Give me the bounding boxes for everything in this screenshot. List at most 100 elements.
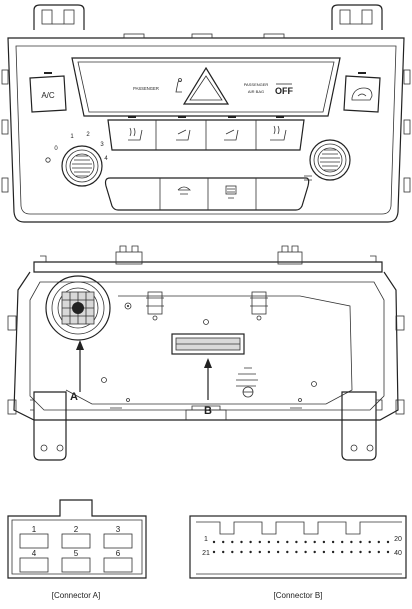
driver-seat-heat-button[interactable] bbox=[128, 116, 143, 141]
connector-b-pin-dot bbox=[276, 550, 280, 554]
connector-b-pin-dot bbox=[331, 550, 335, 554]
connector-b-pin-dot bbox=[240, 540, 243, 544]
rear-defrost-icon bbox=[225, 185, 237, 195]
connector-a-diagram: 1 2 3 4 5 6 [Connector A] bbox=[7, 499, 147, 600]
fan-speed-knob[interactable] bbox=[61, 145, 103, 187]
front-defrost-icon bbox=[177, 186, 191, 195]
connector-b-pin-dot bbox=[359, 550, 362, 554]
passenger-seat-label: PASSENGER bbox=[133, 86, 159, 91]
connector-a-pin-6: 6 bbox=[116, 549, 121, 558]
connector-b-pin-dot bbox=[276, 540, 280, 544]
fan-speed-label-4: 4 bbox=[104, 156, 108, 162]
product-label bbox=[236, 367, 258, 398]
callout-b: B bbox=[204, 358, 212, 417]
connector-b-pin-dot bbox=[267, 550, 271, 554]
connector-b-pin-dot bbox=[295, 550, 298, 554]
passenger-seat-vent-icon bbox=[224, 129, 239, 141]
connector-b-pin-dot bbox=[249, 550, 252, 554]
connector-b-pin-dot bbox=[240, 550, 243, 554]
connector-b-pin-dot bbox=[313, 540, 316, 544]
fan-speed-label-2: 2 bbox=[86, 132, 90, 138]
connector-b-pin-dot bbox=[377, 540, 380, 544]
callout-a: A bbox=[70, 340, 84, 403]
front-bezel-outline bbox=[7, 37, 405, 223]
passenger-seat-heat-button[interactable] bbox=[270, 116, 287, 141]
connector-b-pin-dot bbox=[222, 550, 225, 554]
fan-speed-scale: 0 1 2 3 4 bbox=[45, 132, 108, 163]
temperature-knob[interactable] bbox=[304, 139, 351, 181]
connector-b-pin-dot bbox=[267, 540, 271, 544]
connector-b-pin-dot bbox=[258, 550, 261, 554]
connector-b-pin-dot bbox=[212, 550, 216, 554]
connector-b-pin-21: 21 bbox=[202, 550, 210, 557]
connector-b-pin-dot bbox=[295, 540, 298, 544]
connector-b-pin-dot bbox=[368, 540, 371, 544]
mounting-post-left bbox=[146, 291, 164, 321]
connector-a-pin-5: 5 bbox=[74, 549, 79, 558]
driver-seat-heat-icon bbox=[128, 127, 143, 141]
left-mounting-tab bbox=[33, 4, 85, 30]
connector-b-pin-dot bbox=[331, 540, 335, 544]
connector-a-caption: [Connector A] bbox=[52, 591, 100, 600]
connector-b-pin-dot bbox=[222, 540, 225, 544]
rear-defrost-button[interactable] bbox=[225, 185, 237, 199]
connector-a-pin-3: 3 bbox=[116, 525, 121, 534]
connector-b-pin-dot bbox=[304, 550, 307, 554]
front-control-panel: A/C PASSENGER PASSENGER AIR BAG OFF bbox=[1, 4, 411, 223]
connector-b-pin-dot bbox=[350, 550, 353, 554]
connector-b-pin-dot bbox=[341, 550, 344, 554]
connector-b-pin-dot bbox=[231, 550, 234, 554]
main-connector-socket bbox=[171, 333, 245, 355]
connector-b-pin-1: 1 bbox=[204, 536, 208, 543]
ac-button[interactable]: A/C bbox=[29, 72, 67, 113]
rear-housing bbox=[7, 245, 405, 461]
connector-b-pin-grid bbox=[212, 540, 390, 554]
connector-b-pin-dot bbox=[249, 540, 252, 544]
connector-b-pin-dot bbox=[341, 540, 344, 544]
connector-b-pin-dot bbox=[286, 550, 289, 554]
connector-b-pin-dot bbox=[359, 540, 362, 544]
mode-button-row bbox=[104, 177, 310, 211]
airbag-off-state-label: OFF bbox=[275, 86, 293, 96]
connector-a-pin-4: 4 bbox=[32, 549, 37, 558]
connector-b-pin-dot bbox=[322, 550, 326, 554]
connector-b-pin-dot bbox=[313, 550, 316, 554]
right-mounting-tab bbox=[331, 4, 383, 30]
callout-b-label: B bbox=[204, 405, 212, 417]
airbag-off-bottom-label: AIR BAG bbox=[248, 89, 264, 94]
mounting-post-right bbox=[250, 291, 268, 321]
ac-button-label: A/C bbox=[41, 91, 55, 100]
fan-speed-label-0: 0 bbox=[54, 146, 58, 152]
connector-b-caption: [Connector B] bbox=[274, 591, 323, 600]
connector-b-pin-40: 40 bbox=[394, 550, 402, 557]
airbag-off-indicator: PASSENGER AIR BAG OFF bbox=[244, 82, 294, 96]
hazard-button[interactable] bbox=[182, 66, 230, 105]
passenger-seat-vent-button[interactable] bbox=[224, 116, 239, 141]
recirculation-button[interactable] bbox=[343, 72, 381, 113]
fan-speed-label-3: 3 bbox=[100, 142, 104, 148]
connector-b-pin-dot bbox=[212, 540, 216, 544]
connector-b-pin-20: 20 bbox=[394, 536, 402, 543]
recirculation-icon bbox=[351, 87, 373, 101]
blower-fan-assembly bbox=[45, 275, 111, 341]
connector-b-pin-dot bbox=[386, 540, 390, 544]
connector-b-pin-dot bbox=[368, 550, 371, 554]
driver-seat-vent-button[interactable] bbox=[176, 116, 191, 141]
left-mounting-bracket bbox=[30, 391, 67, 461]
connector-b-diagram: 1 20 21 40 [Connector B] bbox=[189, 515, 407, 600]
connector-b-pin-dot bbox=[258, 540, 261, 544]
connector-b-pin-dot bbox=[286, 540, 289, 544]
connector-a-pin-1: 1 bbox=[32, 525, 37, 534]
right-mounting-bracket bbox=[341, 391, 383, 461]
driver-seat-vent-icon bbox=[176, 129, 191, 141]
connector-a-pins: 1 2 3 4 5 6 bbox=[19, 525, 133, 573]
center-display-housing bbox=[71, 57, 341, 117]
connector-b-pin-dot bbox=[322, 540, 326, 544]
callout-a-label: A bbox=[70, 391, 78, 403]
front-defrost-button[interactable] bbox=[177, 186, 191, 195]
connector-a-pin-2: 2 bbox=[74, 525, 79, 534]
airbag-off-top-label: PASSENGER bbox=[244, 82, 269, 87]
connector-b-pin-dot bbox=[350, 540, 353, 544]
fan-speed-label-1: 1 bbox=[70, 134, 74, 140]
